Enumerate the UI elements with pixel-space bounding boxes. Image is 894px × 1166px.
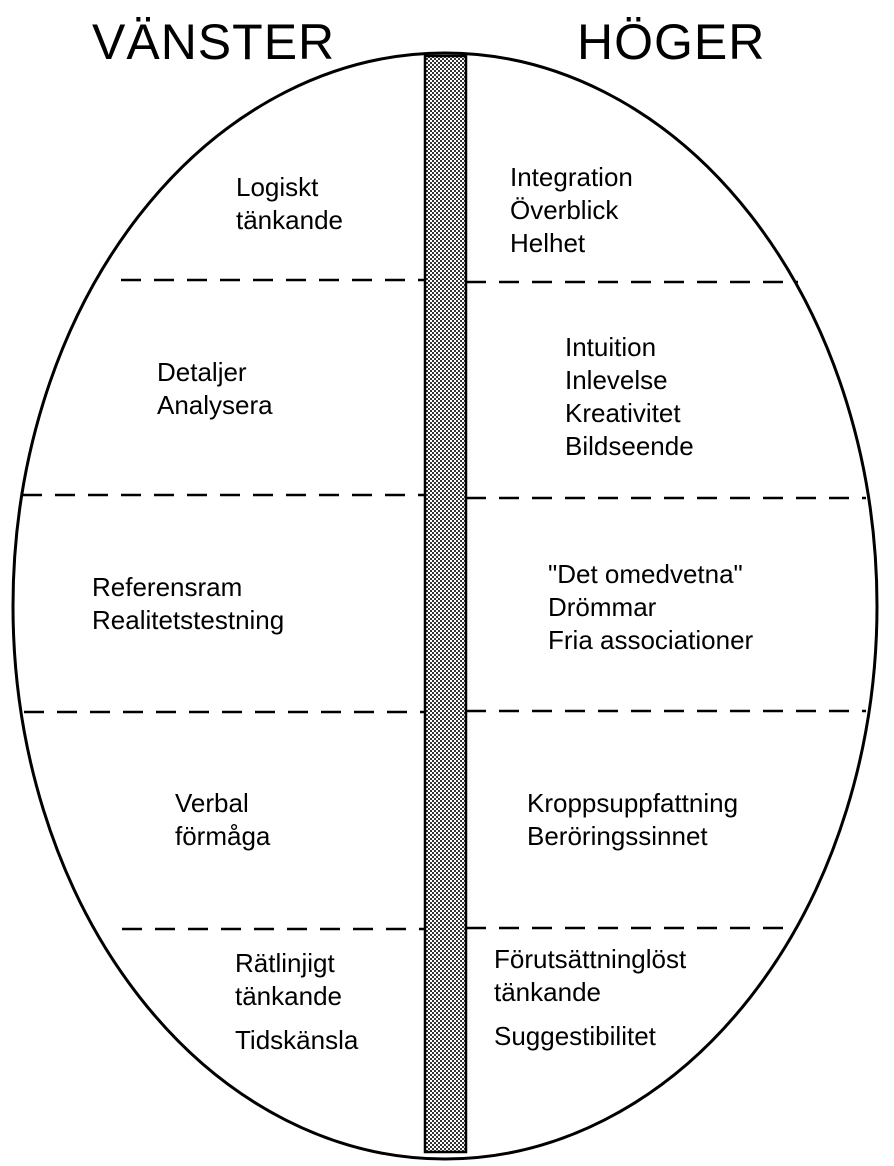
right-zone-1: Integration Överblick Helhet	[510, 161, 633, 260]
left-zone-1: Logiskt tänkande	[236, 171, 343, 237]
left-zone-4-line-2: förmåga	[175, 821, 271, 851]
left-zone-2: Detaljer Analysera	[157, 356, 273, 422]
left-zone-4-line-1: Verbal	[175, 788, 249, 818]
right-zone-2: Intuition Inlevelse Kreativitet Bildseen…	[565, 331, 694, 463]
left-zone-2-line-2: Analysera	[157, 390, 273, 420]
right-zone-2-line-2: Inlevelse	[565, 365, 668, 395]
right-zone-1-line-1: Integration	[510, 162, 633, 192]
left-zone-4: Verbal förmåga	[175, 787, 270, 853]
right-zone-4: Kroppsuppfattning Beröringssinnet	[527, 787, 738, 853]
right-zone-1-line-2: Överblick	[510, 195, 619, 225]
left-zone-1-line-1: Logiskt	[236, 172, 319, 202]
heading-left: VÄNSTER	[92, 14, 336, 70]
left-zone-5-line-1: Rätlinjigt	[235, 948, 335, 978]
right-zone-3-line-3: Fria associationer	[548, 625, 754, 655]
right-zone-4-line-1: Kroppsuppfattning	[527, 788, 739, 818]
right-zone-2-line-1: Intuition	[565, 332, 657, 362]
left-zone-3-line-2: Realitetstestning	[92, 605, 285, 635]
outline-ellipse	[11, 51, 879, 1161]
left-zone-5: Rätlinjigt tänkande Tidskänsla	[235, 947, 358, 1057]
left-zone-3: Referensram Realitetstestning	[92, 571, 284, 637]
left-dividers	[22, 278, 425, 931]
right-zone-5: Förutsättninglöst tänkande Suggestibilit…	[494, 943, 686, 1053]
right-zone-5-line-1: Förutsättninglöst	[494, 944, 687, 974]
right-zone-3-line-2: Drömmar	[548, 592, 657, 622]
right-zone-2-line-4: Bildseende	[565, 431, 694, 461]
right-zone-5-line-3: Suggestibilitet	[494, 1021, 656, 1051]
left-zone-5-line-2: tänkande	[235, 981, 342, 1011]
right-dividers	[466, 280, 866, 930]
heading-right: HÖGER	[577, 14, 766, 70]
left-zone-3-line-1: Referensram	[92, 572, 243, 602]
right-zone-5-line-2: tänkande	[494, 977, 601, 1007]
right-zone-1-line-3: Helhet	[510, 228, 586, 258]
right-zone-2-line-3: Kreativitet	[565, 398, 681, 428]
right-zone-4-line-2: Beröringssinnet	[527, 821, 708, 851]
left-zone-5-line-3: Tidskänsla	[235, 1025, 359, 1055]
left-zone-2-line-1: Detaljer	[157, 357, 247, 387]
right-zone-3-line-1: "Det omedvetna"	[548, 559, 743, 589]
right-zone-3: "Det omedvetna" Drömmar Fria association…	[548, 558, 753, 657]
corpus-callosum-bar	[423, 54, 468, 1154]
left-zone-1-line-2: tänkande	[236, 205, 343, 235]
